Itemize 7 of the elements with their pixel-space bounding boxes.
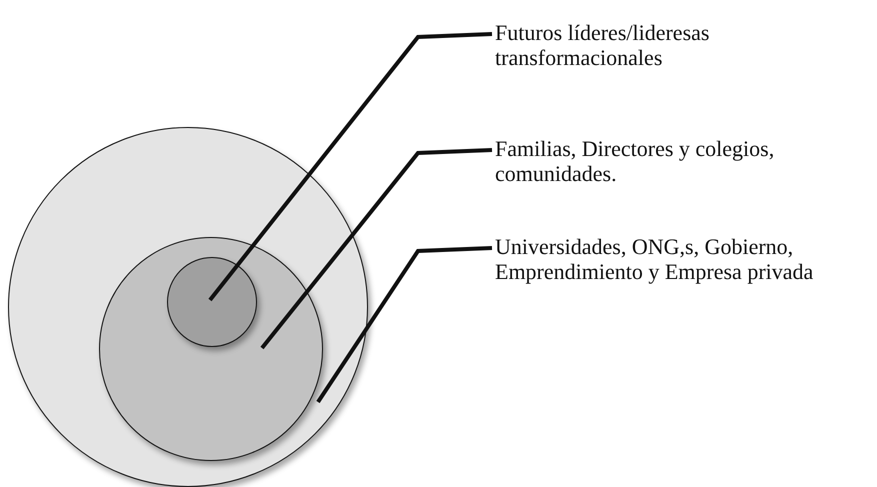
leader-line (316, 246, 492, 404)
callout-text: Futuros líderes/lideresas transformacionales (495, 20, 855, 70)
inner-circle (167, 257, 257, 347)
callout-text: Universidades, ONG,s, Gobierno, Emprendimiento y Empresa privada (495, 234, 825, 284)
callout-text: Familias, Directores y colegios, comunidades. (495, 136, 870, 186)
leader-line (260, 148, 492, 350)
leader-line (208, 32, 492, 302)
